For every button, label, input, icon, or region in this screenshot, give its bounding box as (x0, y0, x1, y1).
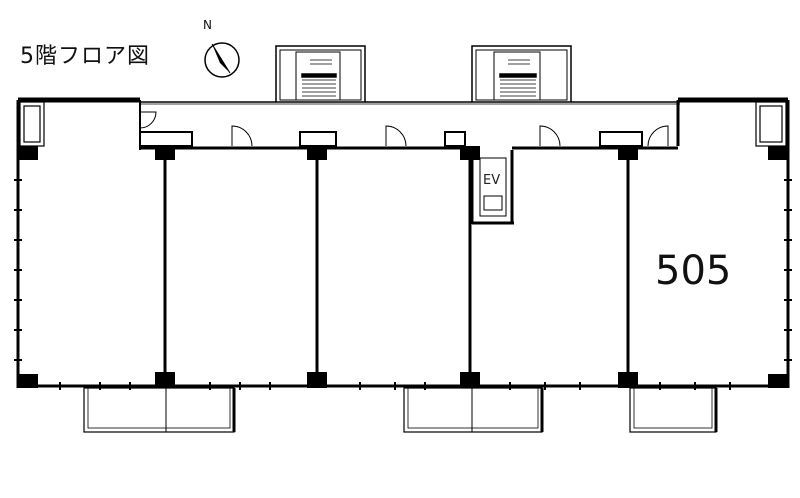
meter-boxes (139, 131, 643, 147)
north-label: N (203, 18, 212, 32)
balconies (83, 387, 718, 433)
unit-number: 505 (655, 248, 732, 294)
corridor (140, 101, 680, 105)
bottom-window-ticks (59, 382, 731, 390)
elevator-label: EV (483, 173, 501, 188)
floor-title: 5階フロア図 (20, 44, 150, 69)
doors (139, 111, 669, 147)
window-ticks (14, 179, 792, 361)
elevator (470, 150, 514, 225)
outer-walls (16, 97, 790, 388)
stair-left (275, 45, 366, 103)
compass-icon (204, 42, 240, 78)
stair-right (471, 45, 572, 103)
corner-closets (19, 101, 787, 147)
partition-walls (163, 150, 630, 386)
